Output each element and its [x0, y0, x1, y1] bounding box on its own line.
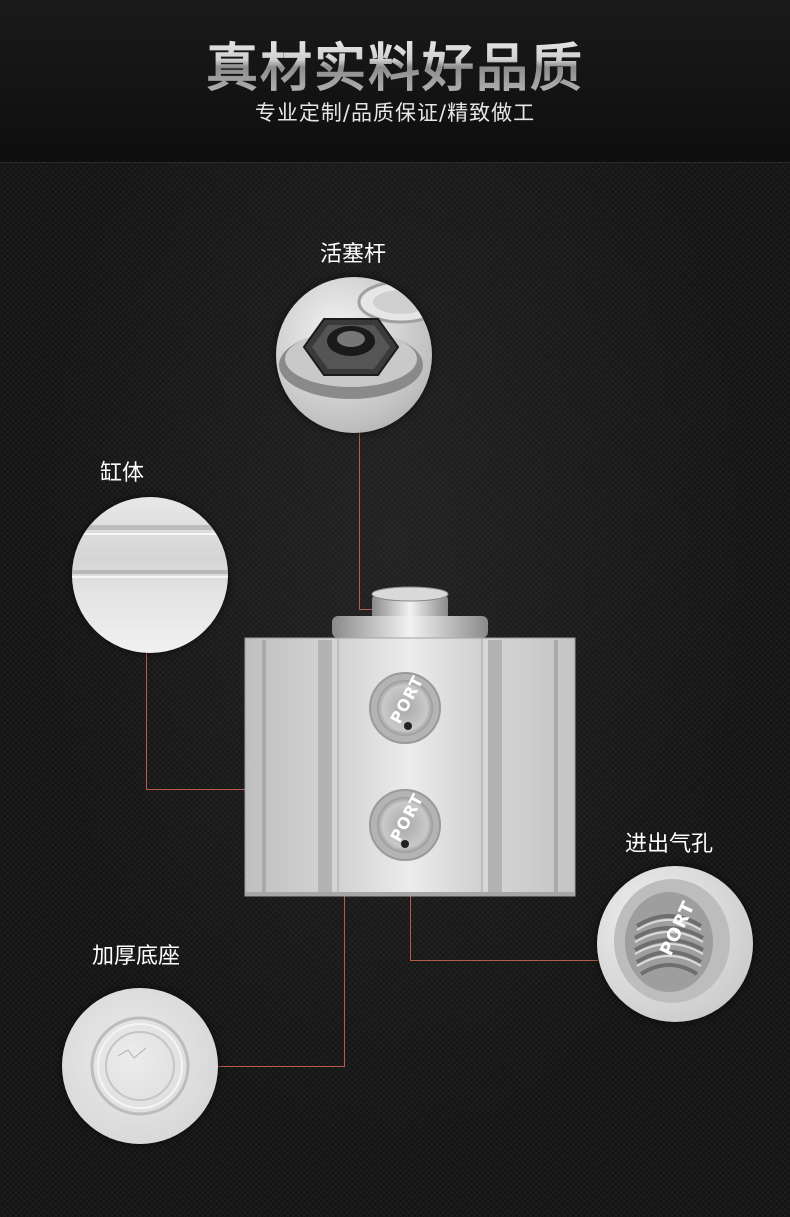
label-cylinder-body: 缸体: [100, 461, 145, 486]
cylinder-base-edge: [245, 892, 575, 896]
piston-rod-nut-illustration: [279, 280, 432, 399]
leader-line-port-vertical: [410, 880, 411, 961]
leader-line-piston-horizontal: [359, 609, 373, 610]
rod-collar: [332, 616, 488, 638]
leader-line-base-horizontal: [218, 1066, 345, 1067]
detail-circle-air-port: PORT: [597, 866, 753, 1022]
leader-line-base-vertical: [344, 896, 345, 1066]
air-port-thread-illustration: [614, 879, 730, 1003]
page-subtitle: 专业定制/品质保证/精致做工: [254, 101, 536, 125]
leader-line-piston-vertical: [359, 432, 360, 610]
air-port-bottom-hole: [401, 840, 409, 848]
air-port-top-hole: [404, 722, 412, 730]
detail-circle-thick-base: [62, 988, 218, 1144]
thick-base-illustration: [90, 1016, 190, 1116]
detail-circle-cylinder-body: [72, 497, 228, 653]
detail-circle-piston-rod: [276, 277, 432, 433]
leader-line-body-horizontal: [146, 789, 246, 790]
label-piston-rod: 活塞杆: [320, 242, 387, 267]
label-air-port: 进出气孔: [625, 832, 714, 857]
leader-line-port-horizontal: [410, 960, 598, 961]
page-title: 真材实料好品质: [0, 26, 790, 101]
piston-rod-top: [371, 586, 449, 602]
header-banner: 真材实料好品质 专业定制/品质保证/精致做工: [0, 0, 790, 163]
label-thick-base: 加厚底座: [92, 944, 181, 969]
leader-line-body-vertical: [146, 652, 147, 789]
cylinder-body-groove-illustration: [72, 525, 228, 578]
